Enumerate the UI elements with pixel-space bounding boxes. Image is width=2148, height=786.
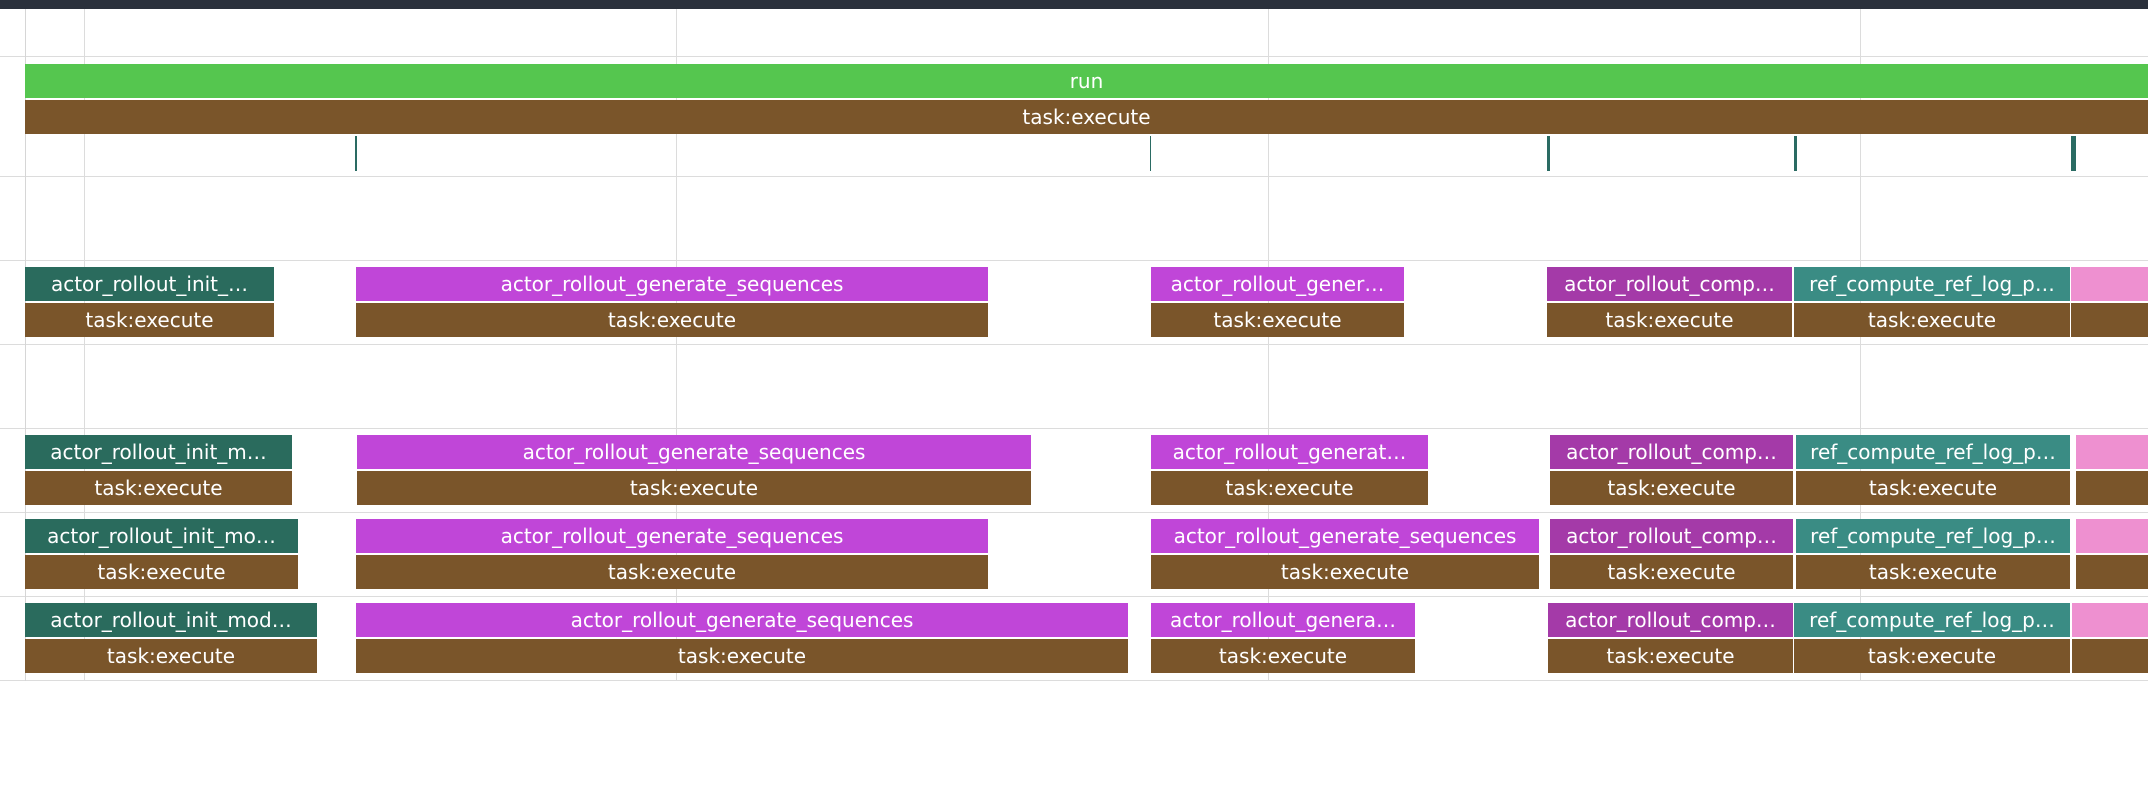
- span-slice[interactable]: actor_rollout_generate_sequences: [356, 519, 988, 553]
- track-separator: [0, 260, 2148, 261]
- span-slice[interactable]: [2071, 267, 2148, 301]
- task-execute-slice[interactable]: task:execute: [1550, 471, 1793, 505]
- run-task-slice[interactable]: task:execute: [25, 100, 2148, 134]
- trace-timeline[interactable]: run task:execute actor_rollout_init_…tas…: [0, 9, 2148, 786]
- task-execute-slice[interactable]: task:execute: [1151, 471, 1428, 505]
- task-execute-slice[interactable]: task:execute: [356, 555, 988, 589]
- task-execute-slice[interactable]: task:execute: [1547, 303, 1792, 337]
- span-slice[interactable]: [2076, 519, 2148, 553]
- task-execute-slice[interactable]: task:execute: [357, 471, 1031, 505]
- task-execute-slice[interactable]: task:execute: [1796, 555, 2070, 589]
- task-execute-slice[interactable]: task:execute: [1548, 639, 1793, 673]
- span-slice[interactable]: ref_compute_ref_log_p…: [1796, 435, 2070, 469]
- task-execute-slice[interactable]: task:execute: [25, 639, 317, 673]
- span-slice[interactable]: actor_rollout_init_…: [25, 267, 274, 301]
- event-marker[interactable]: [355, 136, 357, 171]
- span-slice[interactable]: actor_rollout_generate_sequences: [357, 435, 1031, 469]
- span-slice[interactable]: actor_rollout_init_mod…: [25, 603, 317, 637]
- span-slice[interactable]: ref_compute_ref_log_p…: [1794, 267, 2070, 301]
- task-execute-slice[interactable]: [2076, 555, 2148, 589]
- task-execute-slice[interactable]: task:execute: [1796, 471, 2070, 505]
- span-slice[interactable]: actor_rollout_init_mo…: [25, 519, 298, 553]
- span-slice[interactable]: actor_rollout_generate_sequences: [356, 603, 1128, 637]
- track-separator: [0, 596, 2148, 597]
- event-marker[interactable]: [1794, 136, 1797, 171]
- span-slice[interactable]: actor_rollout_generate_sequences: [356, 267, 988, 301]
- track-separator: [0, 56, 2148, 57]
- task-execute-slice[interactable]: task:execute: [1550, 555, 1793, 589]
- time-gridline: [676, 9, 677, 681]
- task-execute-slice[interactable]: task:execute: [1794, 639, 2070, 673]
- time-gridline: [1268, 9, 1269, 681]
- span-slice[interactable]: actor_rollout_gener…: [1151, 267, 1404, 301]
- task-execute-slice[interactable]: task:execute: [356, 639, 1128, 673]
- span-slice[interactable]: actor_rollout_comp…: [1547, 267, 1792, 301]
- track-separator: [0, 176, 2148, 177]
- task-execute-slice[interactable]: [2076, 471, 2148, 505]
- task-execute-slice[interactable]: task:execute: [25, 471, 292, 505]
- top-toolbar: [0, 0, 2148, 9]
- span-slice[interactable]: actor_rollout_comp…: [1548, 603, 1793, 637]
- run-slice[interactable]: run: [25, 64, 2148, 98]
- span-slice[interactable]: actor_rollout_comp…: [1550, 435, 1793, 469]
- event-marker[interactable]: [1547, 136, 1550, 171]
- span-slice[interactable]: ref_compute_ref_log_p…: [1796, 519, 2070, 553]
- span-slice[interactable]: actor_rollout_comp…: [1550, 519, 1793, 553]
- span-slice[interactable]: actor_rollout_genera…: [1151, 603, 1415, 637]
- task-execute-slice[interactable]: task:execute: [1151, 639, 1415, 673]
- task-execute-slice[interactable]: task:execute: [1151, 555, 1539, 589]
- span-slice[interactable]: [2072, 603, 2148, 637]
- task-execute-slice[interactable]: task:execute: [356, 303, 988, 337]
- span-slice[interactable]: actor_rollout_generate_sequences: [1151, 519, 1539, 553]
- track-left-border: [25, 9, 26, 681]
- event-marker[interactable]: [1150, 136, 1151, 171]
- time-gridline: [1860, 9, 1861, 681]
- task-execute-slice[interactable]: [2071, 303, 2148, 337]
- task-execute-slice[interactable]: task:execute: [25, 555, 298, 589]
- span-slice[interactable]: [2076, 435, 2148, 469]
- task-execute-slice[interactable]: [2072, 639, 2148, 673]
- track-separator: [0, 512, 2148, 513]
- event-marker[interactable]: [2071, 136, 2076, 171]
- track-separator: [0, 428, 2148, 429]
- span-slice[interactable]: actor_rollout_init_m…: [25, 435, 292, 469]
- track-separator: [0, 344, 2148, 345]
- task-execute-slice[interactable]: task:execute: [1151, 303, 1404, 337]
- span-slice[interactable]: actor_rollout_generat…: [1151, 435, 1428, 469]
- span-slice[interactable]: ref_compute_ref_log_p…: [1794, 603, 2070, 637]
- task-execute-slice[interactable]: task:execute: [25, 303, 274, 337]
- track-separator: [0, 680, 2148, 681]
- time-gridline: [84, 9, 85, 681]
- task-execute-slice[interactable]: task:execute: [1794, 303, 2070, 337]
